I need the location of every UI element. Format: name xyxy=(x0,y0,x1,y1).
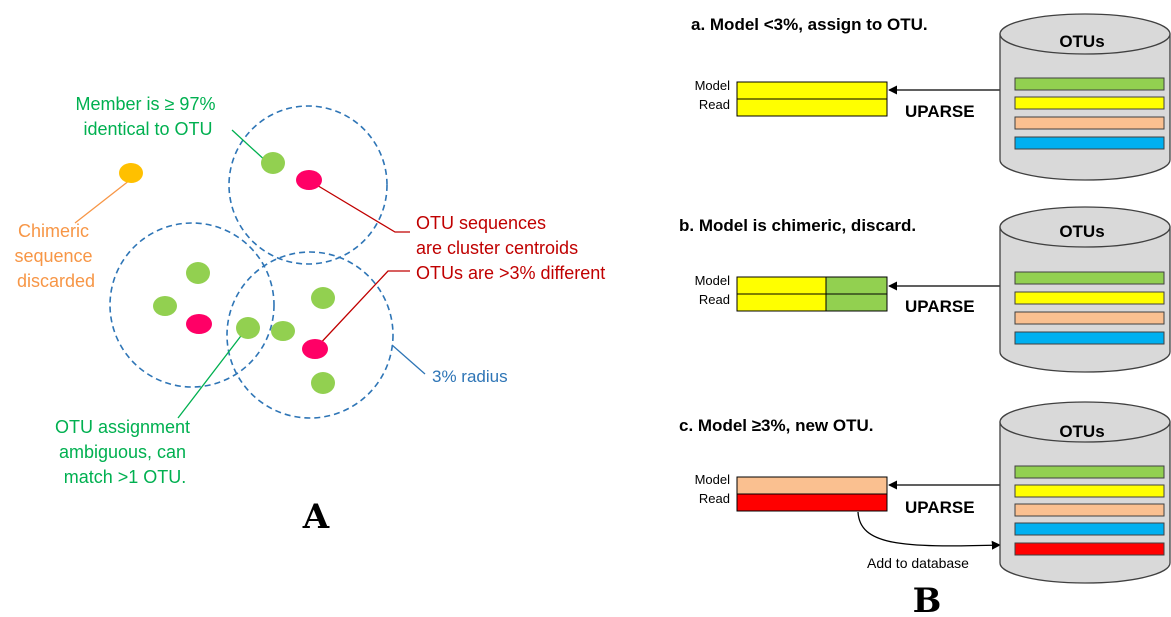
member-label: Member is ≥ 97% identical to OTU xyxy=(76,94,221,139)
model-bar xyxy=(736,81,888,100)
otu-bar-yellow xyxy=(1014,96,1165,110)
radius-leader-line xyxy=(391,344,426,375)
panel-b-letter: B xyxy=(913,581,942,617)
otu-cluster-circle-left xyxy=(109,222,275,388)
centroid-leader-line-bottom xyxy=(315,270,410,349)
chimeric-sequence-dot xyxy=(119,163,143,183)
add-to-database-arrow xyxy=(857,511,1001,550)
radius-label: 3% radius xyxy=(432,367,508,386)
database-label: OTUs xyxy=(1059,222,1104,241)
member-sequence-dot xyxy=(311,372,335,394)
read-bar-yellow-part xyxy=(736,293,827,312)
read-bar xyxy=(736,493,888,512)
add-to-database-label: Add to database xyxy=(867,555,969,571)
read-label: Read xyxy=(699,292,730,307)
otu-database: OTUs xyxy=(999,13,1171,181)
otu-bar-peach xyxy=(1014,311,1165,325)
otu-bar-blue xyxy=(1014,136,1165,150)
centroid-label: OTU sequences are cluster centroids OTUs… xyxy=(416,213,605,283)
otu-bar-yellow xyxy=(1014,484,1165,498)
model-bar xyxy=(736,476,888,495)
ambiguous-leader-line xyxy=(177,327,248,419)
uparse-label: UPARSE xyxy=(905,102,975,121)
member-leader-line xyxy=(231,129,269,164)
otu-bar-green xyxy=(1014,77,1165,91)
read-bar-green-part xyxy=(825,293,888,312)
model-bar-yellow-part xyxy=(736,276,827,295)
otu-bar-green xyxy=(1014,271,1165,285)
ambiguous-sequence-dot xyxy=(236,317,260,339)
otu-bar-peach xyxy=(1014,503,1165,517)
otu-bar-red-new xyxy=(1014,542,1165,556)
otu-centroid-dot xyxy=(302,339,328,359)
otu-bar-yellow xyxy=(1014,291,1165,305)
model-label: Model xyxy=(695,472,731,487)
ambiguous-label: OTU assignment ambiguous, can match >1 O… xyxy=(55,417,195,487)
uparse-label: UPARSE xyxy=(905,498,975,517)
database-label: OTUs xyxy=(1059,422,1104,441)
uparse-label: UPARSE xyxy=(905,297,975,316)
otu-bar-blue xyxy=(1014,522,1165,536)
section-c-title: c. Model ≥3%, new OTU. xyxy=(679,416,873,435)
otu-cluster-circle-right xyxy=(226,251,394,419)
otu-cluster-circle-top xyxy=(228,105,388,265)
read-label: Read xyxy=(699,491,730,506)
panel-a: Member is ≥ 97% identical to OTU Chimeri… xyxy=(14,94,605,537)
database-label: OTUs xyxy=(1059,32,1104,51)
read-bar xyxy=(736,98,888,117)
section-b-title: b. Model is chimeric, discard. xyxy=(679,216,916,235)
otu-bar-green xyxy=(1014,465,1165,479)
chimeric-leader-line xyxy=(74,179,131,224)
model-label: Model xyxy=(695,78,731,93)
read-label: Read xyxy=(699,97,730,112)
member-sequence-dot xyxy=(261,152,285,174)
section-c: c. Model ≥3%, new OTU. Model Read UPARSE… xyxy=(679,401,1171,584)
member-sequence-dot xyxy=(271,321,295,341)
member-sequence-dot xyxy=(153,296,177,316)
section-b: b. Model is chimeric, discard. Model Rea… xyxy=(679,206,1171,373)
model-bar-green-part xyxy=(825,276,888,295)
centroid-leader-line-top xyxy=(309,180,410,233)
member-sequence-dot xyxy=(311,287,335,309)
panel-b: a. Model <3%, assign to OTU. Model Read … xyxy=(679,13,1171,617)
member-sequence-dot xyxy=(186,262,210,284)
otu-centroid-dot xyxy=(296,170,322,190)
panel-a-letter: A xyxy=(302,497,330,537)
chimeric-label: Chimeric sequence discarded xyxy=(14,221,97,291)
otu-bar-blue xyxy=(1014,331,1165,345)
otu-centroid-dot xyxy=(186,314,212,334)
otu-database: OTUs xyxy=(999,206,1171,373)
otu-bar-peach xyxy=(1014,116,1165,130)
section-a-title: a. Model <3%, assign to OTU. xyxy=(691,15,928,34)
section-a: a. Model <3%, assign to OTU. Model Read … xyxy=(691,13,1171,181)
model-label: Model xyxy=(695,273,731,288)
otu-database: OTUs xyxy=(999,401,1171,584)
